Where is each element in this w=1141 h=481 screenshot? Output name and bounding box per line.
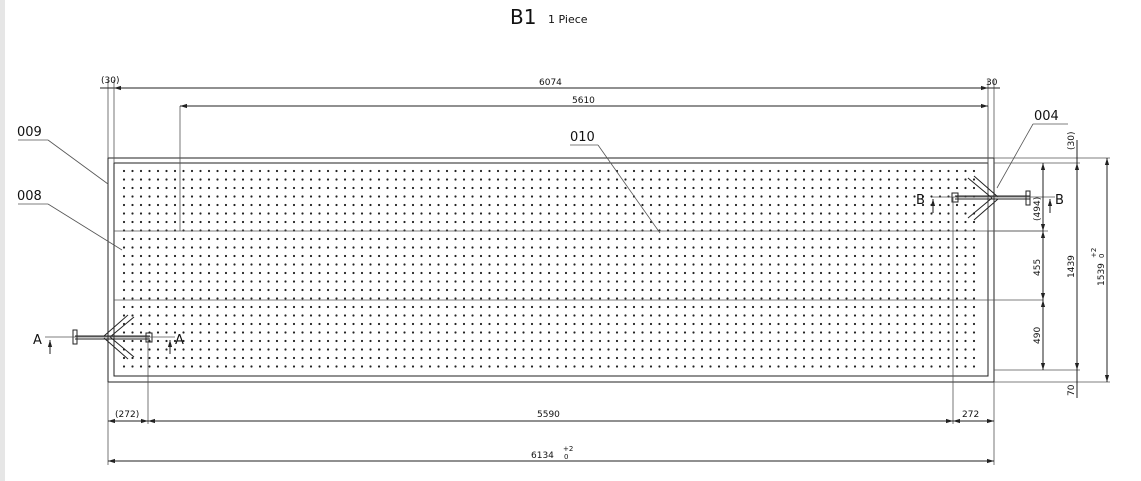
callout-010: 010 (570, 130, 595, 145)
dim-30-left-text: (30) (101, 76, 119, 86)
leader-010 (597, 144, 661, 234)
plate-outer-outline (107, 157, 995, 383)
dim-272-left-text: (272) (115, 410, 139, 420)
left-scroll-edge (0, 0, 5, 481)
section-a-label-left: A (33, 333, 42, 348)
section-b-label-right: B (1055, 193, 1064, 208)
dim-1539-tol-upper: +2 (1090, 248, 1098, 258)
dim-1439-text: 1439 (1067, 255, 1077, 278)
dim-30-top-text: (30) (1067, 132, 1077, 150)
section-a-label-right: A (175, 333, 184, 348)
dim-1539-text: 1539 (1097, 263, 1107, 286)
leader-008 (47, 203, 123, 251)
dim-494-text: (494) (1033, 197, 1043, 221)
dim-5610-text: 5610 (572, 96, 595, 106)
perforation-grid (122, 169, 976, 368)
drawing-title: B1 (510, 5, 536, 29)
dim-490-text: 490 (1033, 327, 1043, 344)
dim-6074-text: 6074 (539, 78, 562, 88)
dim-272-right-text: 272 (962, 410, 979, 420)
dim-455-text: 455 (1033, 259, 1043, 276)
dim-30-right-text: 30 (986, 78, 998, 88)
leader-004 (996, 123, 1034, 189)
leader-009 (47, 139, 109, 185)
dim-5590-text: 5590 (537, 410, 560, 420)
fitting-a (72, 314, 153, 360)
dim-1539-tol-lower: 0 (1098, 254, 1106, 258)
dim-6134-text: 6134 (531, 451, 554, 461)
quantity-label: 1 Piece (548, 13, 588, 26)
plate-inner-outline (113, 162, 989, 377)
section-b-label-left: B (916, 193, 925, 208)
fitting-b (951, 175, 1031, 221)
callout-008: 008 (17, 189, 42, 204)
dim-6134-tol-upper: +2 (563, 445, 573, 453)
dim-6134-tol-lower: 0 (564, 453, 568, 461)
dim-70-text: 70 (1067, 384, 1077, 396)
callout-004: 004 (1034, 109, 1059, 124)
callout-009: 009 (17, 125, 42, 140)
